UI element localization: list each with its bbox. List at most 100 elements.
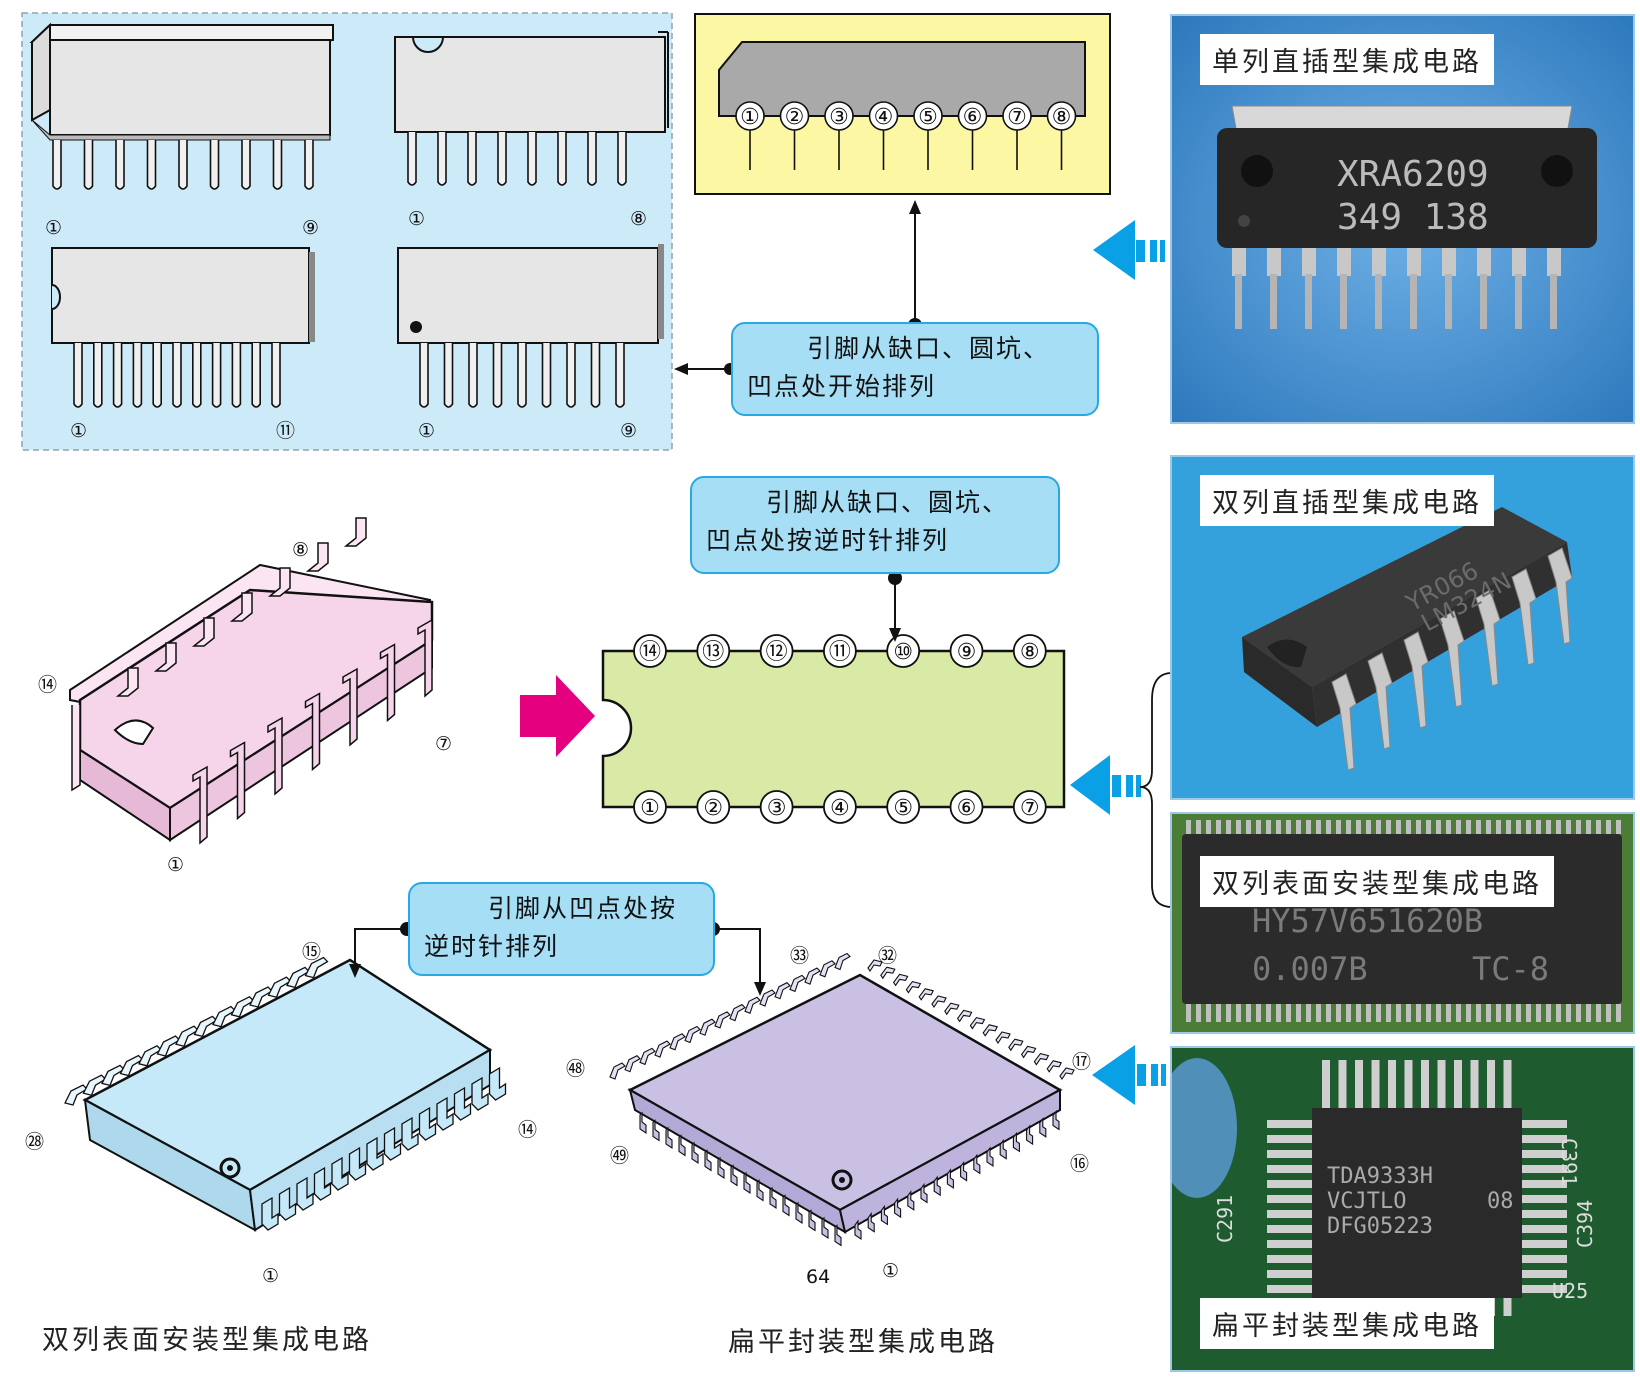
sip-package-d bbox=[397, 244, 664, 408]
ic-pin bbox=[261, 1196, 279, 1231]
ic-pin bbox=[1446, 820, 1451, 834]
pin-number: ② bbox=[785, 105, 805, 130]
pin-circle bbox=[949, 790, 984, 824]
chip-marking: VCJTLO bbox=[1327, 1189, 1406, 1214]
pin-number: ③ bbox=[829, 105, 849, 130]
arrowhead bbox=[674, 363, 688, 375]
pin1-dot-mark bbox=[410, 321, 422, 333]
ic-pin bbox=[1476, 820, 1481, 834]
ic-pin bbox=[348, 1146, 367, 1181]
ic-pin bbox=[304, 692, 321, 772]
ic-pin bbox=[1606, 820, 1611, 834]
ic-pin bbox=[267, 716, 283, 796]
pin-circle bbox=[824, 101, 854, 131]
pin-circle bbox=[1012, 634, 1047, 668]
ic-pin bbox=[1475, 589, 1501, 687]
pin-label: ㉜ bbox=[878, 945, 897, 967]
ic-pin bbox=[1236, 1004, 1241, 1022]
ic-pin bbox=[1522, 1255, 1567, 1263]
pin-label: ⑯ bbox=[1070, 1153, 1089, 1175]
ic-pin bbox=[1346, 820, 1351, 834]
ic-pin bbox=[867, 959, 883, 972]
ic-pin bbox=[267, 567, 291, 597]
ic-pin bbox=[1536, 1004, 1541, 1022]
ic-pin bbox=[1306, 1004, 1311, 1022]
ic-pin bbox=[1270, 274, 1277, 329]
ic-pin bbox=[1566, 1004, 1571, 1022]
ic-pin bbox=[1522, 1150, 1567, 1158]
pin-number: ⑨ bbox=[957, 640, 977, 665]
smd-3d-illustration bbox=[64, 956, 507, 1232]
ic-pin bbox=[1326, 1004, 1331, 1022]
ic-pin bbox=[1386, 820, 1391, 834]
ic-pin bbox=[1556, 1004, 1561, 1022]
ic-pin bbox=[1522, 1285, 1567, 1293]
ic-pin bbox=[1012, 1131, 1020, 1153]
ic-pin bbox=[880, 966, 896, 980]
ic-pin bbox=[342, 667, 358, 747]
pcb-label: C394 bbox=[1573, 1200, 1597, 1248]
ic-pin bbox=[624, 1055, 641, 1073]
ic-pin bbox=[191, 617, 215, 647]
ic-pin bbox=[1566, 820, 1571, 834]
ic-pin bbox=[973, 1153, 981, 1175]
ic-pin bbox=[1196, 820, 1201, 834]
pin-number: ⑭ bbox=[639, 640, 661, 665]
pin-circle bbox=[779, 101, 810, 131]
ic-pin bbox=[1546, 820, 1551, 834]
ic-pin bbox=[1516, 820, 1521, 834]
ic-pin bbox=[1522, 1195, 1567, 1203]
ic-pin bbox=[1436, 820, 1441, 834]
ic-pin bbox=[1406, 1004, 1411, 1022]
ic-pin bbox=[1026, 1124, 1034, 1146]
ic-pin bbox=[1522, 1210, 1567, 1218]
ic-pin bbox=[946, 1168, 954, 1189]
ic-pin bbox=[1586, 820, 1591, 834]
photo-label: 双列表面安装型集成电路 bbox=[1200, 856, 1554, 907]
ic-pin bbox=[1486, 1004, 1491, 1022]
callout-line: 引脚从缺口、圆坑、 bbox=[807, 334, 1051, 363]
callout-line: 引脚从缺口、圆坑、 bbox=[766, 488, 1010, 517]
ic-pin bbox=[1375, 274, 1382, 329]
ic-pin bbox=[271, 343, 281, 408]
ic-pin bbox=[1267, 1210, 1312, 1218]
ic-pin bbox=[1186, 1004, 1191, 1022]
ic-pin bbox=[1267, 248, 1281, 276]
pcb-label: C291 bbox=[1213, 1195, 1237, 1243]
ic-pin bbox=[383, 1126, 402, 1161]
ic-pin bbox=[821, 1216, 829, 1240]
ic-pin bbox=[1226, 820, 1231, 834]
ic-pin bbox=[305, 542, 329, 572]
pin-circle bbox=[913, 101, 943, 131]
pin-label: ① bbox=[167, 854, 184, 876]
ic-pin bbox=[1340, 274, 1347, 329]
pin-number: ⑫ bbox=[766, 640, 788, 665]
ic-pin bbox=[1496, 820, 1501, 834]
ic-pin bbox=[304, 140, 314, 190]
ic-pin bbox=[1480, 274, 1487, 329]
ic-pin bbox=[1396, 1004, 1401, 1022]
pin-number: ② bbox=[703, 796, 723, 821]
ic-pin bbox=[1046, 1060, 1062, 1073]
ic-pin bbox=[1456, 820, 1461, 834]
ic-pin bbox=[986, 1146, 994, 1168]
ic-pin bbox=[1256, 820, 1261, 834]
ic-pin bbox=[1267, 1285, 1312, 1293]
ic-pin bbox=[146, 140, 157, 190]
ic-pin bbox=[1522, 1120, 1567, 1128]
ic-pin bbox=[115, 140, 125, 190]
ic-pin bbox=[1267, 1165, 1312, 1173]
ic-pin bbox=[566, 343, 576, 408]
ic-pin bbox=[1371, 1060, 1380, 1108]
ic-pin bbox=[1331, 673, 1357, 771]
callout-dip: 引脚从缺口、圆坑、 凹点处按逆时针排列 bbox=[690, 476, 1060, 574]
ic-pin bbox=[1446, 1004, 1451, 1022]
ic-pin bbox=[1416, 820, 1421, 834]
ic-pin bbox=[343, 517, 367, 547]
pin-number: ⑩ bbox=[893, 640, 913, 665]
ic-pin bbox=[437, 132, 447, 186]
ic-pin bbox=[854, 1219, 862, 1241]
ic-pin bbox=[1336, 820, 1341, 834]
ic-pin bbox=[1367, 652, 1393, 750]
